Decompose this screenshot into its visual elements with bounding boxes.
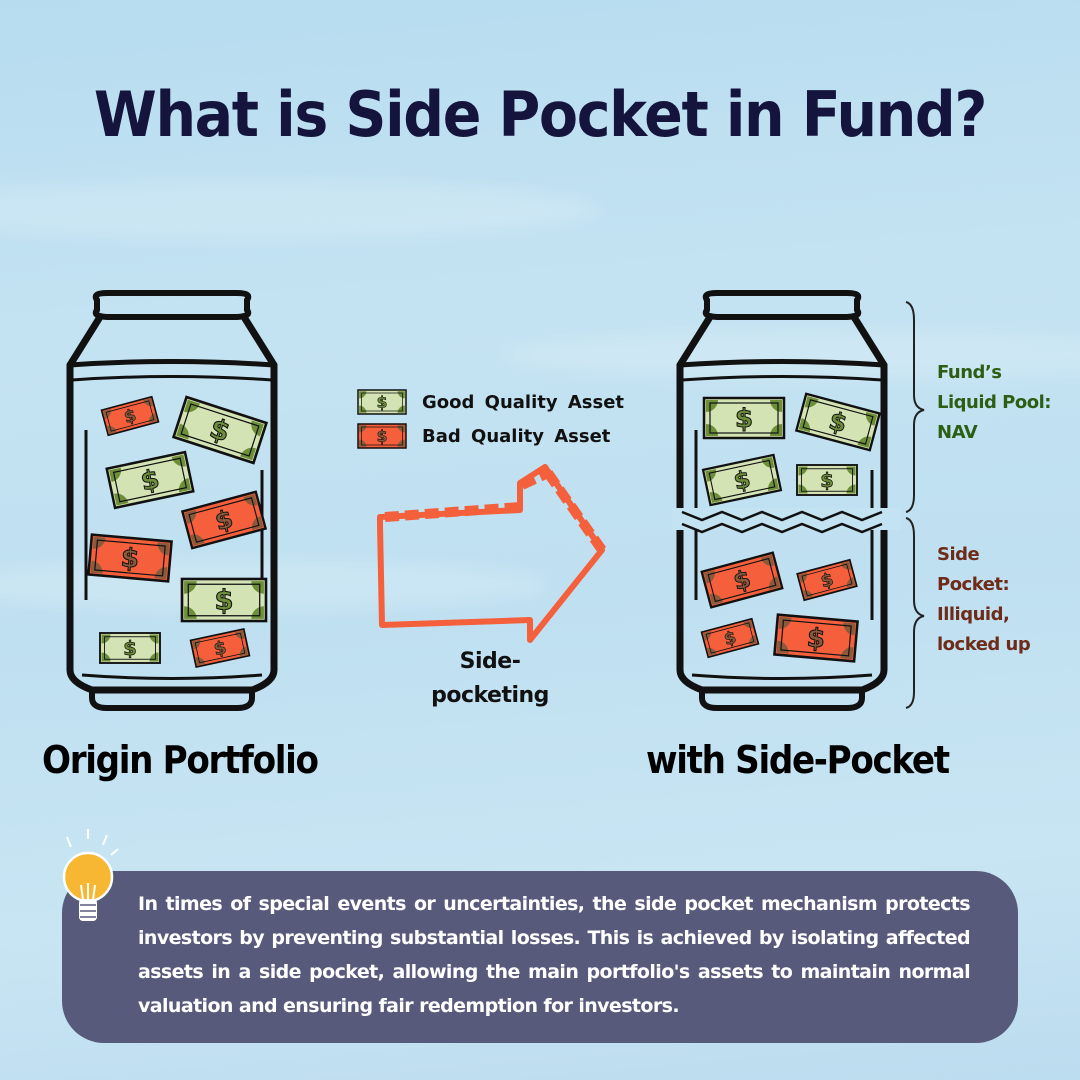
side-pocketing-arrow-icon xyxy=(377,464,607,643)
bad-asset-bill-icon xyxy=(796,558,858,602)
liquid-pool-label: Fund’s Liquid Pool: NAV xyxy=(937,358,1051,448)
side-pocket-caption: with Side-Pocket xyxy=(646,738,950,782)
good-bill-icon xyxy=(357,389,407,415)
legend-item-bad: Bad Quality Asset xyxy=(356,419,624,453)
side-pocket-label-line: Side xyxy=(937,544,980,565)
good-asset-bill-icon xyxy=(105,450,195,510)
good-asset-bill-icon xyxy=(702,396,786,440)
bad-asset-bill-icon xyxy=(189,628,251,668)
bad-asset-bill-icon xyxy=(87,533,173,583)
lightbulb-icon xyxy=(62,829,119,921)
curly-brace-icon xyxy=(905,301,925,709)
arrow-label: Side- pocketing xyxy=(420,645,560,713)
info-text: In times of special events or uncertaint… xyxy=(138,893,971,1017)
good-asset-bill-icon xyxy=(172,395,268,465)
good-asset-bill-icon xyxy=(180,577,268,623)
side-pocket-jar xyxy=(672,290,902,720)
legend-label-bad: Bad Quality Asset xyxy=(422,425,611,447)
legend-item-good: Good Quality Asset xyxy=(356,385,624,419)
bad-asset-bill-icon xyxy=(181,490,267,550)
legend: Good Quality Asset Bad Quality Asset xyxy=(356,385,624,453)
bad-asset-bill-icon xyxy=(700,551,784,609)
bad-asset-bill-icon xyxy=(773,613,859,663)
side-pocket-label-line: Illiquid, xyxy=(937,604,1010,625)
liquid-pool-label-line: Fund’s xyxy=(937,362,1002,383)
info-box xyxy=(62,871,1018,1043)
good-asset-bill-icon xyxy=(796,464,858,496)
page-title: What is Side Pocket in Fund? xyxy=(93,78,988,151)
side-pocket-label: Side Pocket: Illiquid, locked up xyxy=(937,540,1031,660)
good-asset-bill-icon xyxy=(99,632,161,664)
legend-label-good: Good Quality Asset xyxy=(422,391,625,413)
bad-asset-bill-icon xyxy=(700,617,760,659)
liquid-pool-label-line: NAV xyxy=(937,422,978,443)
origin-portfolio-jar xyxy=(62,290,282,720)
side-pocket-label-line: locked up xyxy=(937,634,1031,655)
cloud-streak xyxy=(500,330,1080,380)
side-pocket-label-line: Pocket: xyxy=(937,574,1010,595)
origin-portfolio-caption: Origin Portfolio xyxy=(42,738,319,782)
good-asset-bill-icon xyxy=(701,453,783,507)
bad-bill-icon xyxy=(357,423,407,449)
good-asset-bill-icon xyxy=(795,392,881,452)
arrow-label-line1: Side- xyxy=(459,649,521,674)
liquid-pool-label-line: Liquid Pool: xyxy=(937,392,1051,413)
arrow-label-line2: pocketing xyxy=(431,683,549,708)
bad-asset-bill-icon xyxy=(100,395,160,437)
cloud-streak xyxy=(0,180,600,240)
